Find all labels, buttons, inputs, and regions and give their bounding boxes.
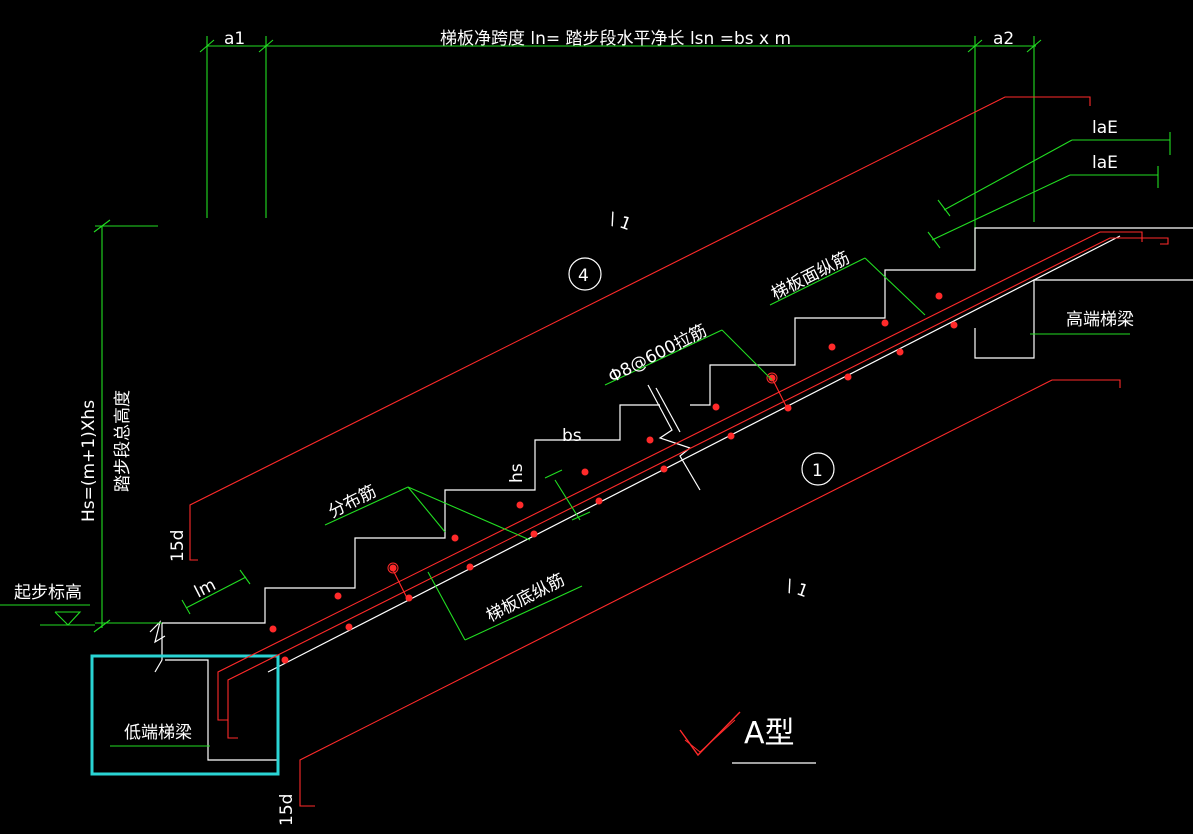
a2-label: a2: [993, 29, 1014, 49]
15d-top-label: 15d: [168, 530, 188, 562]
height-description: 踏步段总高度: [113, 390, 133, 492]
15d-bottom-label: 15d: [277, 794, 297, 826]
top-dimension-lines: [199, 36, 1042, 268]
section-mark-bottom: \ 1: [783, 576, 810, 602]
section-mark-top: \ 1: [606, 209, 633, 235]
check-mark-icon: [679, 711, 741, 757]
start-elevation-label: 起步标高: [14, 583, 82, 603]
circle-1-label: 1: [812, 461, 823, 481]
hs-label: hs: [507, 463, 527, 483]
check-mark-icon-inner: [684, 719, 736, 753]
lae-label-2: laE: [1092, 153, 1118, 173]
low-beam-label: 低端梯梁: [124, 723, 192, 743]
lm-label: lm: [191, 575, 219, 602]
distribution-bar-label: 分布筋: [325, 481, 380, 522]
low-beam-highlight-box: [90, 654, 280, 776]
type-title: A型: [744, 716, 795, 751]
detail-circle-1: [801, 452, 835, 486]
a1-label: a1: [224, 29, 245, 49]
rebar-lines: [189, 96, 1169, 807]
tie-bar-ring-high: [766, 372, 778, 384]
tie-bar-label: Φ8@600拉筋: [605, 321, 710, 388]
span-title: 梯板净跨度 ln= 踏步段水平净长 lsn =bs x m: [440, 29, 791, 49]
lae-dimensions: [927, 132, 1171, 249]
lae-label-1: laE: [1092, 118, 1118, 138]
leader-lines: [0, 219, 1130, 747]
high-beam-label: 高端梯梁: [1066, 310, 1134, 330]
height-formula: Hs=(m+1)Xhs: [79, 400, 99, 522]
bs-label: bs: [562, 426, 582, 446]
top-bar-label: 梯板面纵筋: [768, 248, 853, 304]
detail-circle-4: [568, 257, 602, 291]
rebar-dots: [269, 292, 958, 664]
tie-bar-ring-low: [387, 562, 399, 574]
stair-outline: [149, 227, 1193, 761]
circle-4-label: 4: [578, 266, 589, 286]
